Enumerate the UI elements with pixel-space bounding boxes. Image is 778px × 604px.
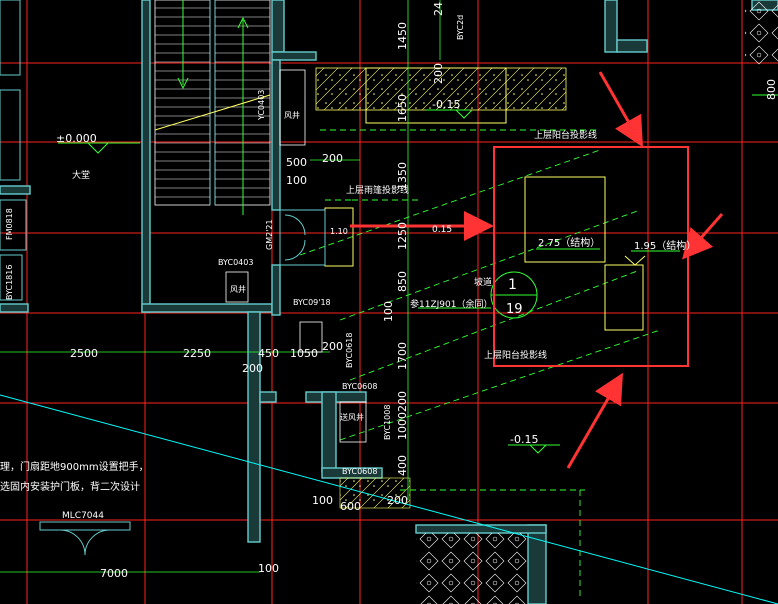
dim-v200a: 200	[396, 391, 409, 412]
dim-2250: 2250	[183, 347, 211, 360]
paving-top-right	[745, 0, 778, 68]
wind-well-3-label: 送风井	[340, 412, 364, 422]
wind-well-1-label: 风井	[284, 110, 300, 120]
dim-200c: 200	[322, 152, 343, 165]
detail-ref: 参11ZJ901（余同）	[410, 298, 492, 310]
wind-wells	[225, 69, 367, 443]
window-byc0618: BYC0618	[345, 333, 354, 368]
dim-text-horizontal: 2500 2250 450 1050 200 200 500 100 200 1…	[70, 152, 408, 580]
window-labels: BYC0403 BYC09'18 BYC0608 BYC0608	[218, 258, 377, 476]
stair-yc0403: YC0403	[257, 90, 266, 121]
window-byc1816: BYC1816	[5, 265, 14, 300]
rotated-labels: YC0403 GM2'21 FM0818 BYC1816 BYC0618 BYC…	[5, 15, 465, 440]
text-labels: ±0.000 大堂 上层雨篷投影线 上层阳台投影线 上层阳台投影线 -0.15 …	[0, 98, 696, 521]
arrow-top	[598, 71, 643, 148]
dim-450: 450	[258, 347, 279, 360]
level-275: 2.75（结构）	[538, 236, 600, 249]
arrow-bottom	[566, 372, 624, 469]
slope-label: 坡道	[474, 276, 492, 288]
dim-v1350: 1350	[396, 162, 409, 190]
dim-7000: 7000	[100, 567, 128, 580]
gm-label: GM2'21	[265, 219, 274, 250]
dim-v1450: 1450	[396, 22, 409, 50]
dim-500: 500	[286, 156, 307, 169]
balcony-bottom-label: 上层阳台投影线	[484, 349, 547, 361]
detail-callout	[418, 271, 538, 319]
dim-800: 800	[765, 79, 778, 100]
dim-100c: 100	[258, 562, 279, 575]
window-byc1008: BYC1008	[383, 405, 392, 440]
level-zero-label: ±0.000	[56, 132, 97, 145]
level-markers	[58, 94, 778, 454]
level-195: 1.95（结构）	[634, 239, 696, 252]
dims-vertical-lines	[407, 0, 441, 500]
mlc-label: MLC7044	[62, 511, 104, 521]
stair	[154, 0, 271, 206]
dim-200a: 200	[242, 362, 263, 375]
dim-v24: 24	[432, 2, 445, 16]
note-line-2: 选固内安装护门板，背二次设计	[0, 480, 140, 493]
window-byc0403: BYC0403	[218, 258, 253, 267]
door-mlc7044	[39, 521, 131, 556]
dim-200d: 200	[387, 494, 408, 507]
highlight-box	[493, 146, 689, 367]
door-gm	[279, 209, 326, 266]
dim-v100: 100	[382, 301, 395, 322]
bottom-hatch	[339, 477, 411, 509]
dim-100b: 100	[312, 494, 333, 507]
dim-v1000: 1000	[396, 412, 409, 440]
window-byc0608a: BYC0608	[342, 382, 377, 391]
balcony-top-label: 上层阳台投影线	[534, 129, 597, 141]
dim-v1250: 1250	[396, 222, 409, 250]
left-building	[0, 0, 27, 301]
dims-horizontal-lines	[0, 159, 360, 573]
note-line-1: 理，门扇距地900mm设置把手，	[0, 460, 149, 473]
stair-arrows	[154, 0, 271, 215]
level-neg015-top: -0.15	[432, 98, 460, 111]
arrow-right	[682, 213, 724, 260]
dim-600: 600	[340, 500, 361, 513]
wind-well-2-label: 风井	[230, 284, 246, 294]
dim-2500: 2500	[70, 347, 98, 360]
window-byc0918: BYC09'18	[293, 298, 331, 307]
dim-v400: 400	[396, 455, 409, 476]
dim-v1700: 1700	[396, 342, 409, 370]
dim-text-vertical: 1450 1650 1350 1250 850 1700 200 1000 40…	[382, 2, 778, 476]
canopy-label: 上层雨篷投影线	[346, 184, 409, 196]
cyan-line	[0, 394, 778, 604]
level-015-left: 0.15	[432, 225, 452, 235]
detail-sheet: 19	[506, 302, 523, 317]
dim-v1650: 1650	[396, 94, 409, 122]
level-neg015-bottom: -0.15	[510, 433, 538, 446]
hall-label: 大堂	[72, 169, 90, 181]
annotation	[350, 71, 724, 469]
stair-treads	[155, 7, 270, 198]
paving-bottom	[416, 533, 528, 604]
detail-number: 1	[508, 277, 517, 293]
balcony-outlines	[324, 67, 646, 331]
window-byc2d: BYC2d	[456, 15, 465, 40]
dim-v850: 850	[396, 271, 409, 292]
dim-100a: 100	[286, 174, 307, 187]
fm-label: FM0818	[5, 208, 14, 240]
dim-1050: 1050	[290, 347, 318, 360]
window-byc0608b: BYC0608	[342, 467, 377, 476]
dim-v200b: 200	[432, 63, 445, 84]
slope-small-label: 1.10	[330, 227, 348, 236]
dim-200b: 200	[322, 340, 343, 353]
